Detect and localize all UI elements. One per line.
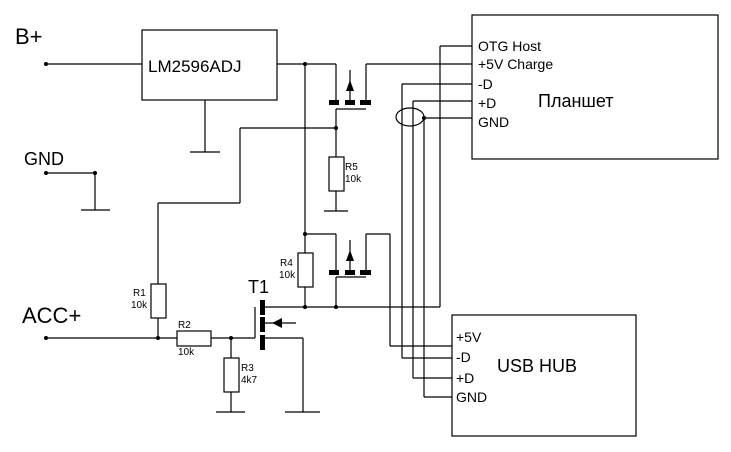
regulator-lm2596: LM2596ADJ	[141, 29, 278, 153]
gnd-terminal-wire	[44, 171, 110, 211]
hub-pin-minus-d: -D	[456, 349, 471, 365]
tablet-pin-plus-d: +D	[478, 95, 496, 111]
r1-ref: R1	[133, 288, 146, 299]
gnd-label: GND	[24, 149, 64, 169]
r2-ref: R2	[178, 320, 191, 331]
hub-pin-gnd: GND	[456, 389, 487, 405]
t1-label: T1	[248, 277, 269, 297]
resistor-r4: R4 10k	[279, 252, 314, 288]
usb-data-wires	[401, 83, 478, 398]
r1-value: 10k	[131, 300, 148, 311]
upper-gate-wire	[157, 126, 338, 284]
usb-hub-block: +5V -D +D GND USB HUB	[451, 314, 637, 437]
resistor-r5: R5 10k	[324, 156, 362, 212]
resistor-r3: R3 4k7	[216, 338, 258, 413]
twisted-pair-marker	[395, 107, 425, 127]
regulator-label: LM2596ADJ	[148, 57, 242, 76]
tablet-pin-otg-host: OTG Host	[478, 38, 541, 54]
r4-ref: R4	[280, 258, 293, 269]
tablet-pin-minus-d: -D	[478, 76, 493, 92]
upper-mosfet	[329, 63, 478, 128]
tablet-block: OTG Host +5V Charge -D +D GND Планшет	[471, 14, 719, 160]
r4-value: 10k	[279, 270, 296, 281]
hub-pin-plus-d: +D	[456, 370, 474, 386]
t1-drain-wire	[265, 45, 478, 309]
tablet-pin-5v-charge: +5V Charge	[478, 56, 553, 72]
b-plus-label: B+	[15, 24, 43, 49]
r5-ref: R5	[345, 162, 358, 173]
r3-value: 4k7	[241, 375, 258, 386]
resistor-r2: R2 10k	[176, 320, 255, 358]
tablet-pin-gnd: GND	[478, 114, 509, 130]
tablet-name: Планшет	[538, 91, 614, 111]
hub-pin-5v: +5V	[456, 329, 482, 345]
acc-plus-label: ACC+	[22, 303, 81, 328]
lower-mosfet	[303, 232, 453, 347]
transistor-t1: T1	[248, 277, 320, 413]
resistor-r1: R1 10k	[131, 283, 167, 340]
r2-value: 10k	[178, 347, 195, 358]
r5-value: 10k	[345, 174, 362, 185]
r3-ref: R3	[241, 363, 254, 374]
hub-name: USB HUB	[497, 356, 577, 376]
